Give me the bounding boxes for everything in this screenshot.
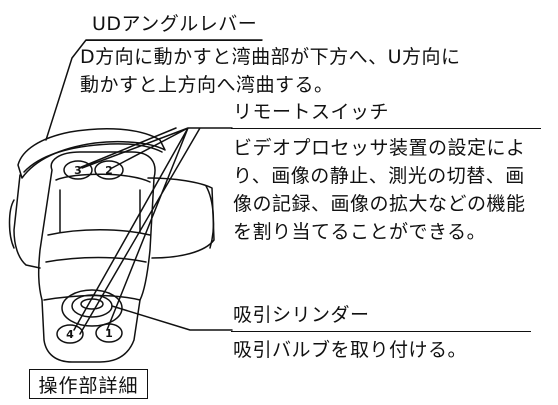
remote-switch-2 <box>94 160 124 180</box>
leader-remote-switch <box>73 127 233 335</box>
ud-lever-desc-line-2: 動かすと上方向へ湾曲する。 <box>80 74 334 96</box>
remote-switch-3 <box>63 160 93 180</box>
figure-caption-box: 操作部詳細 <box>29 369 148 399</box>
switch-number-3: 3 <box>74 164 82 177</box>
figure-caption: 操作部詳細 <box>38 374 139 397</box>
ud-lever-desc-line-1: D方向に動かすと湾曲部が下方へ、U方向に <box>80 46 461 68</box>
ud-lever-title: UDアングルレバー <box>92 13 258 35</box>
control-body <box>37 151 156 363</box>
remote-switch-desc-line-3: 像の記録、画像の拡大などの機能 <box>233 193 526 215</box>
leader-suction-cylinder <box>111 305 233 331</box>
remote-switch-title-rule <box>231 128 541 129</box>
switch-number-1: 1 <box>105 327 113 340</box>
switch-number-2: 2 <box>105 164 113 177</box>
suction-cylinder <box>61 289 123 327</box>
suction-cylinder-title: 吸引シリンダー <box>233 304 370 326</box>
remote-switch-desc-line-1: ビデオプロセッサ装置の設定によ <box>233 137 526 159</box>
connector-cable <box>147 177 215 259</box>
switch-number-4: 4 <box>66 328 74 341</box>
suction-cylinder-title-rule <box>231 331 531 332</box>
remote-switch-desc-line-4: を割り当てることができる。 <box>233 221 487 243</box>
suction-cylinder-desc-line-1: 吸引バルブを取り付ける。 <box>233 339 468 361</box>
remote-switch-title: リモートスイッチ <box>233 101 390 123</box>
ud-lever-title-rule <box>86 40 262 41</box>
remote-switch-desc-line-2: り、画像の静止、測光の切替、画 <box>233 165 525 187</box>
remote-switch-4 <box>56 324 84 344</box>
